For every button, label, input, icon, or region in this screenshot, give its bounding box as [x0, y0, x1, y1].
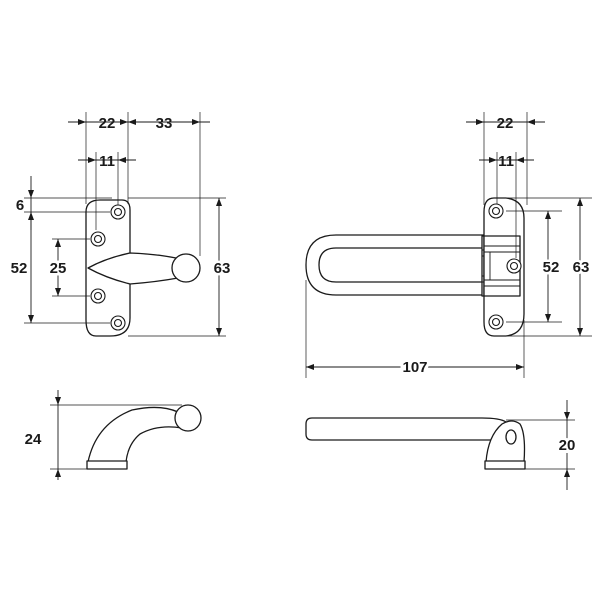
- side-view-left: 24: [25, 390, 202, 480]
- guard-bar-profile: [305, 417, 507, 441]
- front-view-left: 22 33 11 6 52 25 63: [11, 112, 233, 337]
- keeper-arm: [87, 252, 179, 285]
- dim-11-right: 11: [498, 153, 514, 170]
- dim-25: 25: [50, 260, 67, 277]
- screw-hole: [90, 288, 106, 304]
- keeper-profile-base: [86, 460, 128, 470]
- screw-hole: [110, 315, 126, 331]
- keeper-profile-knob: [174, 404, 202, 432]
- screw-hole: [110, 204, 126, 220]
- screw-hole: [488, 203, 504, 219]
- dim-52-right: 52: [543, 259, 560, 276]
- dim-6: 6: [16, 197, 24, 214]
- keeper-knob: [171, 253, 201, 283]
- dim-63-left: 63: [214, 260, 231, 277]
- dim-107: 107: [402, 359, 427, 376]
- dim-24: 24: [25, 431, 42, 448]
- screw-hole: [488, 314, 504, 330]
- guard-hinge-profile: [485, 420, 526, 463]
- dim-52-left: 52: [11, 260, 28, 277]
- dim-33: 33: [156, 115, 173, 132]
- guard-hinge-pin: [505, 429, 517, 445]
- front-view-right: 22 11 52 63 107: [305, 112, 592, 379]
- dim-20: 20: [559, 437, 576, 454]
- dim-11-left: 11: [99, 153, 115, 170]
- guard-loop: [305, 234, 487, 296]
- keeper-profile: [87, 406, 183, 463]
- screw-hole: [506, 258, 522, 274]
- dim-63-right: 63: [573, 259, 590, 276]
- guard-profile-base: [484, 460, 526, 470]
- side-view-right: 20: [305, 400, 578, 490]
- screw-hole: [90, 231, 106, 247]
- dim-22-left: 22: [99, 115, 116, 132]
- dim-22-right: 22: [497, 115, 514, 132]
